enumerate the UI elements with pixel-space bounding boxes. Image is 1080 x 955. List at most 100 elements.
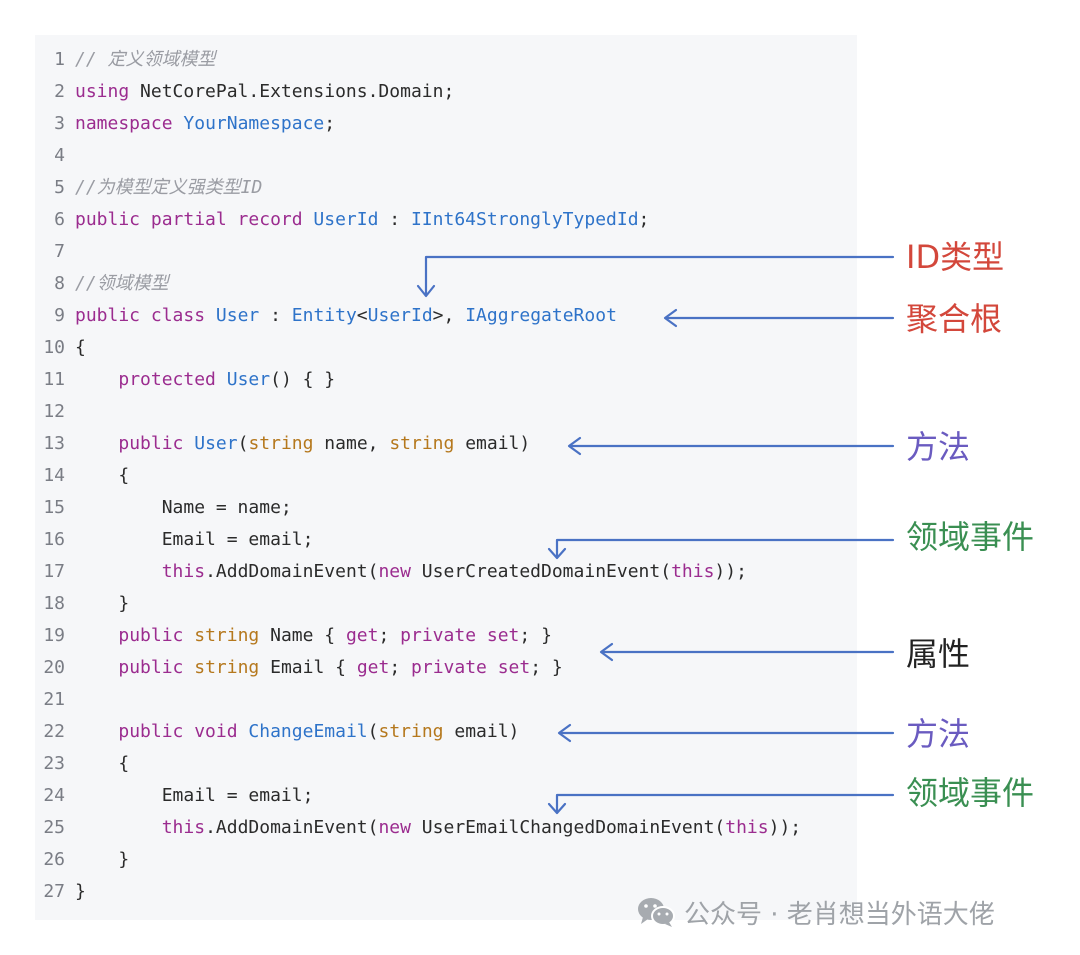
code-token: >, <box>432 305 466 326</box>
code-token: new <box>378 561 411 582</box>
code-line: 12 <box>35 396 857 428</box>
code-token: UserCreatedDomainEvent( <box>410 561 672 582</box>
label-method-1: 方法 <box>906 428 971 466</box>
line-number: 23 <box>43 753 65 774</box>
label-aggregate-root: 聚合根 <box>906 300 1003 338</box>
line-number: 2 <box>54 81 65 102</box>
code-token: private set <box>411 657 531 678</box>
code-token: public class <box>75 305 206 326</box>
code-token: public <box>118 433 184 454</box>
code-token: IAggregateRoot <box>465 305 617 326</box>
code-token: this <box>161 817 206 838</box>
code-line: 17 this.AddDomainEvent(new UserCreatedDo… <box>35 556 857 588</box>
code-line: 6 public partial record UserId : IInt64St… <box>35 204 857 236</box>
code-token: this <box>671 561 715 582</box>
code-text: //为模型定义强类型ID <box>75 177 262 198</box>
code-text: // 定义领域模型 <box>75 49 216 70</box>
code-token: .AddDomainEvent( <box>205 561 379 582</box>
line-number: 18 <box>43 593 65 614</box>
code-token: string <box>248 433 314 454</box>
code-line: 21 <box>35 684 857 716</box>
code-token: () { } <box>270 369 336 390</box>
line-number: 4 <box>54 145 65 166</box>
code-token: ChangeEmail <box>248 721 368 742</box>
code-token: .AddDomainEvent( <box>205 817 379 838</box>
code-token: using <box>75 81 130 102</box>
code-token: Email { <box>259 657 357 678</box>
code-line: 20 public string Email { get; private se… <box>35 652 857 684</box>
code-text: Email = email; <box>75 529 314 550</box>
line-number: 17 <box>43 561 65 582</box>
code-text: public User(string name, string email) <box>75 433 530 454</box>
code-line: 22 public void ChangeEmail(string email) <box>35 716 857 748</box>
code-text: public partial record UserId : IInt64Str… <box>75 209 649 230</box>
arrow-domain-event-2 <box>547 793 895 815</box>
code-token: // 定义领域模型 <box>75 49 216 70</box>
code-line: 7 <box>35 236 857 268</box>
line-number: 14 <box>43 465 65 486</box>
code-token: ; } <box>519 625 552 646</box>
line-number: 26 <box>43 849 65 870</box>
label-property: 属性 <box>906 635 971 673</box>
code-token: UserEmailChangedDomainEvent( <box>410 817 726 838</box>
code-line: 24 Email = email; <box>35 780 857 812</box>
code-token: ( <box>237 433 249 454</box>
code-token: : <box>259 305 292 326</box>
code-token: : <box>378 209 411 230</box>
code-text: namespace YourNamespace; <box>75 113 335 134</box>
code-token: { <box>75 337 86 358</box>
code-token: < <box>356 305 368 326</box>
line-number: 6 <box>54 209 65 230</box>
code-token: Name { <box>259 625 346 646</box>
code-line: 18 } <box>35 588 857 620</box>
code-token: //领域模型 <box>75 273 169 294</box>
code-line: 11 protected User() { } <box>35 364 857 396</box>
code-token: this <box>161 561 206 582</box>
line-number: 13 <box>43 433 65 454</box>
code-token: } <box>75 849 130 870</box>
code-token: } <box>75 593 130 614</box>
code-token: UserId <box>367 305 433 326</box>
code-line: 26 } <box>35 844 857 876</box>
code-token: ; } <box>530 657 563 678</box>
code-line: 13 public User(string name, string email… <box>35 428 857 460</box>
code-token: new <box>378 817 411 838</box>
code-token: Name = name; <box>75 497 292 518</box>
line-number: 3 <box>54 113 65 134</box>
code-token: email) <box>454 433 531 454</box>
code-token: ; <box>324 113 336 134</box>
code-text: public string Name { get; private set; } <box>75 625 552 646</box>
code-panel <box>35 35 857 920</box>
line-number: 25 <box>43 817 65 838</box>
code-line: 4 <box>35 140 857 172</box>
code-token: string <box>378 721 444 742</box>
arrow-property <box>599 642 895 662</box>
code-token: IInt64StronglyTypedId <box>410 209 639 230</box>
code-text: Email = email; <box>75 785 314 806</box>
code-token: ; <box>378 625 401 646</box>
code-token: User <box>215 305 260 326</box>
code-text: protected User() { } <box>75 369 335 390</box>
code-line: 16 Email = email; <box>35 524 857 556</box>
code-line: 23 { <box>35 748 857 780</box>
code-text: public void ChangeEmail(string email) <box>75 721 519 742</box>
line-number: 1 <box>54 49 65 70</box>
code-token: YourNamespace <box>183 113 325 134</box>
arrow-aggregate-root <box>663 308 895 328</box>
code-text: public string Email { get; private set; … <box>75 657 563 678</box>
line-number: 10 <box>43 337 65 358</box>
code-token: string <box>194 657 260 678</box>
watermark-text: 公众号 · 老肖想当外语大佬 <box>684 899 995 930</box>
line-number: 20 <box>43 657 65 678</box>
code-token: email) <box>443 721 520 742</box>
code-token: ( <box>367 721 379 742</box>
label-domain-event-2: 领域事件 <box>906 774 1035 812</box>
code-token: public <box>118 657 184 678</box>
code-token: ; <box>638 209 650 230</box>
line-number: 15 <box>43 497 65 518</box>
code-token: )); <box>714 561 747 582</box>
code-token: //为模型定义强类型ID <box>75 177 263 198</box>
code-token: private set <box>400 625 520 646</box>
